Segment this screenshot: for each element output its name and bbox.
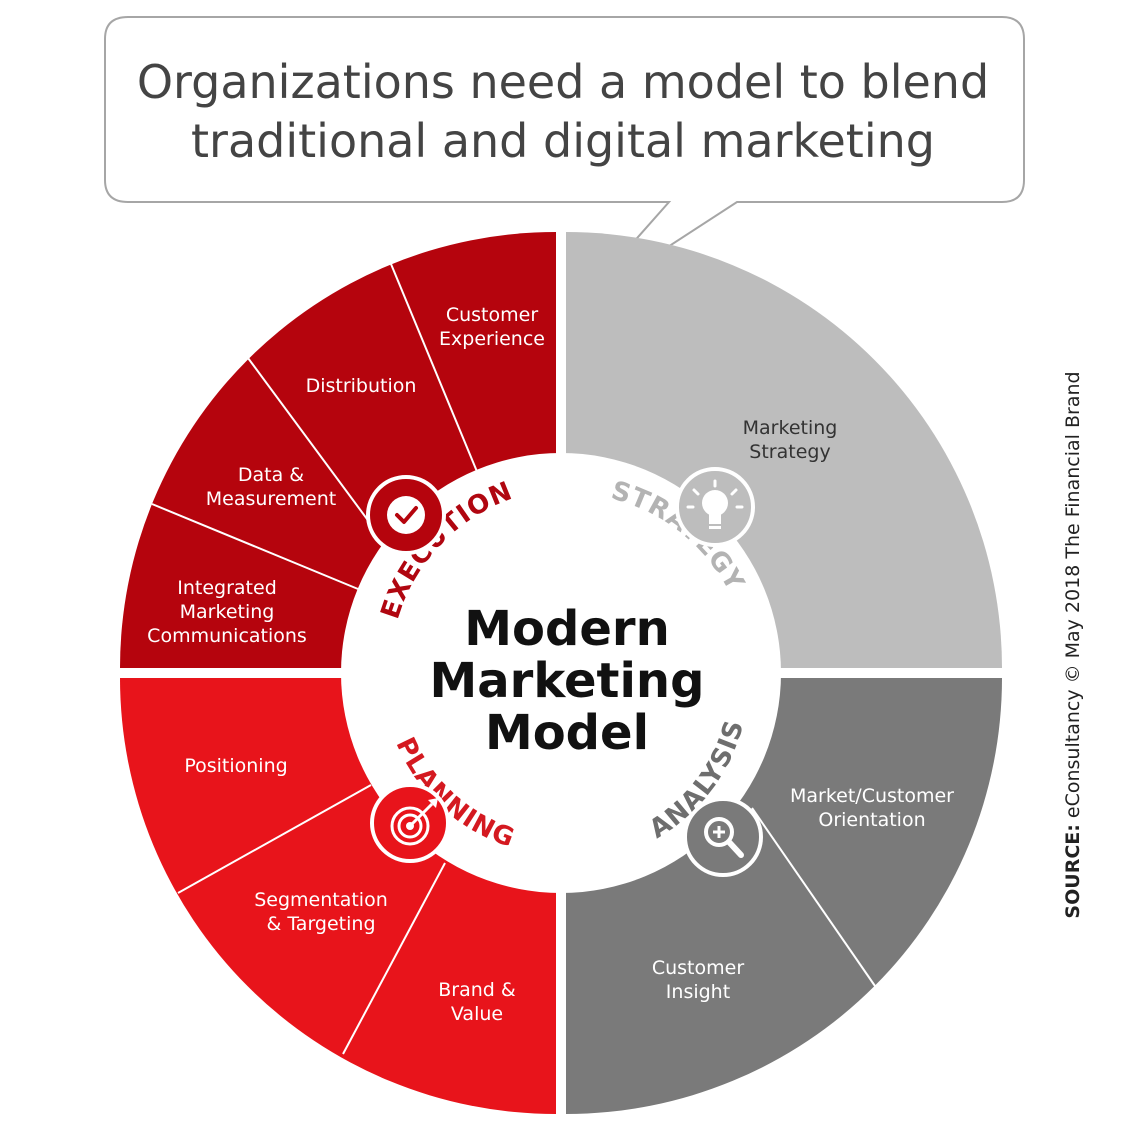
- target-arrow-icon: [370, 783, 450, 863]
- svg-text:Data &: Data &: [238, 464, 304, 486]
- svg-text:Distribution: Distribution: [306, 375, 417, 397]
- badge-check-icon: [366, 475, 446, 555]
- svg-text:Strategy: Strategy: [749, 441, 830, 463]
- center-title: Modern Marketing Model: [430, 601, 705, 761]
- headline-bubble: Organizations need a model to blend trad…: [104, 16, 1025, 307]
- magnifier-plus-icon: [683, 797, 763, 877]
- svg-text:Orientation: Orientation: [818, 809, 925, 831]
- segment-customer-insight: Customer Insight: [652, 957, 744, 1003]
- headline-line-2: traditional and digital marketing: [191, 114, 935, 168]
- source-credit: SOURCE: eConsultancy © May 2018 The Fina…: [1062, 371, 1084, 918]
- svg-text:Customer: Customer: [446, 304, 538, 326]
- segment-brand-value: Brand & Value: [438, 979, 516, 1025]
- segment-positioning: Positioning: [184, 755, 287, 777]
- segment-integrated-marketing-communications: Integrated Marketing Communications: [147, 577, 307, 647]
- segment-market-customer-orientation: Market/Customer Orientation: [790, 785, 954, 831]
- svg-text:Insight: Insight: [666, 981, 730, 1003]
- source-text: eConsultancy © May 2018 The Financial Br…: [1062, 371, 1084, 819]
- svg-text:Communications: Communications: [147, 625, 307, 647]
- svg-text:Measurement: Measurement: [206, 488, 336, 510]
- center-hub: [341, 453, 781, 893]
- center-title-line-3: Model: [485, 705, 649, 761]
- svg-text:Marketing: Marketing: [743, 417, 838, 439]
- segment-distribution: Distribution: [306, 375, 417, 397]
- svg-text:Marketing: Marketing: [180, 601, 275, 623]
- svg-text:& Targeting: & Targeting: [266, 913, 375, 935]
- source-prefix: SOURCE:: [1062, 824, 1084, 919]
- svg-text:Value: Value: [451, 1003, 503, 1025]
- segment-data-measurement: Data & Measurement: [206, 464, 336, 510]
- segment-marketing-strategy: Marketing Strategy: [743, 417, 838, 463]
- lightbulb-icon: [675, 467, 755, 547]
- center-title-line-2: Marketing: [430, 653, 705, 709]
- svg-text:Experience: Experience: [439, 328, 545, 350]
- svg-text:Market/Customer: Market/Customer: [790, 785, 954, 807]
- headline-line-1: Organizations need a model to blend: [137, 55, 989, 109]
- center-title-line-1: Modern: [464, 601, 670, 657]
- segment-customer-experience: Customer Experience: [439, 304, 545, 350]
- svg-text:Customer: Customer: [652, 957, 744, 979]
- segment-segmentation-targeting: Segmentation & Targeting: [254, 889, 388, 935]
- svg-text:Segmentation: Segmentation: [254, 889, 388, 911]
- svg-text:Integrated: Integrated: [177, 577, 277, 599]
- svg-text:Brand &: Brand &: [438, 979, 516, 1001]
- segment-dividers: [151, 263, 876, 1055]
- svg-text:Positioning: Positioning: [184, 755, 287, 777]
